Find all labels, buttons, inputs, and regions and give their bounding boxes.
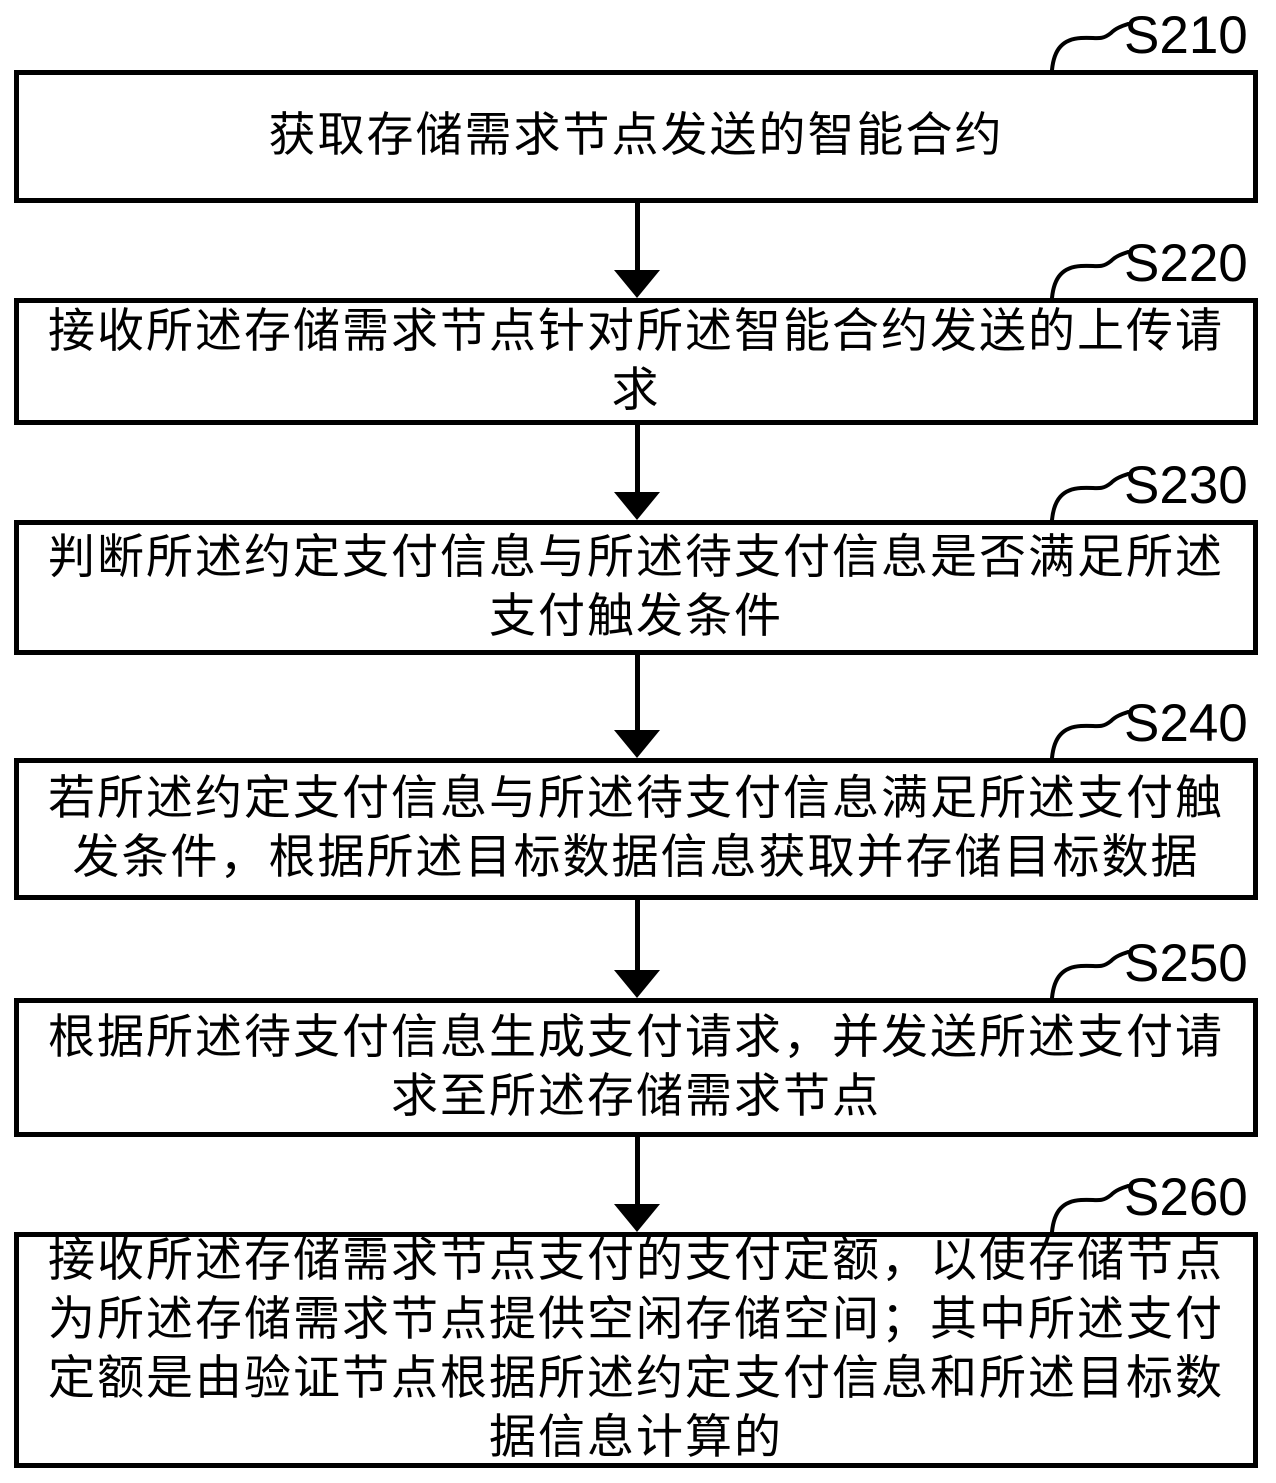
step-text-line: 根据所述待支付信息生成支付请求，并发送所述支付请 (48, 1011, 1224, 1064)
step-text-line: 获取存储需求节点发送的智能合约 (268, 110, 1004, 162)
process-box-s210: 获取存储需求节点发送的智能合约 (14, 70, 1258, 203)
flow-arrowhead-icon (614, 730, 660, 758)
step-text-line: 定额是由验证节点根据所述约定支付信息和所述目标数 (48, 1353, 1224, 1405)
step-text-line: 支付触发条件 (489, 590, 783, 643)
step-text-line: 为所述存储需求节点提供空闲存储空间；其中所述支付 (48, 1294, 1224, 1346)
step-label-s250: S250 (1124, 934, 1248, 993)
flow-arrowhead-icon (614, 970, 660, 998)
flow-arrowhead-icon (614, 270, 660, 298)
leader-curve-s230 (1050, 472, 1130, 520)
step-text-line: 接收所述存储需求节点支付的支付定额，以使存储节点 (48, 1235, 1224, 1287)
step-label-s260: S260 (1124, 1168, 1248, 1227)
step-text-line: 判断所述约定支付信息与所述待支付信息是否满足所述 (48, 531, 1224, 584)
process-box-s220: 接收所述存储需求节点针对所述智能合约发送的上传请 求 (14, 298, 1258, 425)
leader-curve-s220 (1050, 250, 1130, 298)
step-label-s230: S230 (1124, 456, 1248, 515)
step-label-s240: S240 (1124, 694, 1248, 753)
step-text-line: 据信息计算的 (489, 1412, 783, 1464)
step-text-line: 求 (611, 364, 661, 417)
leader-curve-s210 (1050, 22, 1130, 70)
step-label-s220: S220 (1124, 234, 1248, 293)
leader-curve-s260 (1050, 1184, 1130, 1232)
leader-curve-s250 (1050, 950, 1130, 998)
flow-arrowhead-icon (614, 1204, 660, 1232)
flow-arrow-shaft (635, 900, 640, 970)
flow-arrow-shaft (635, 655, 640, 730)
step-text-line: 接收所述存储需求节点针对所述智能合约发送的上传请 (48, 305, 1224, 358)
step-text-line: 求至所述存储需求节点 (391, 1070, 881, 1123)
process-box-s230: 判断所述约定支付信息与所述待支付信息是否满足所述 支付触发条件 (14, 520, 1258, 655)
process-box-s250: 根据所述待支付信息生成支付请求，并发送所述支付请 求至所述存储需求节点 (14, 998, 1258, 1137)
process-box-s260: 接收所述存储需求节点支付的支付定额，以使存储节点 为所述存储需求节点提供空闲存储… (14, 1232, 1258, 1468)
flow-arrow-shaft (635, 425, 640, 492)
flow-arrowhead-icon (614, 492, 660, 520)
leader-curve-s240 (1050, 710, 1130, 758)
flow-arrow-shaft (635, 1137, 640, 1206)
step-text-line: 若所述约定支付信息与所述待支付信息满足所述支付触 (48, 773, 1224, 825)
step-label-s210: S210 (1124, 6, 1248, 65)
flow-arrow-shaft (635, 203, 640, 273)
process-box-s240: 若所述约定支付信息与所述待支付信息满足所述支付触 发条件，根据所述目标数据信息获… (14, 758, 1258, 900)
step-text-line: 发条件，根据所述目标数据信息获取并存储目标数据 (72, 832, 1200, 884)
